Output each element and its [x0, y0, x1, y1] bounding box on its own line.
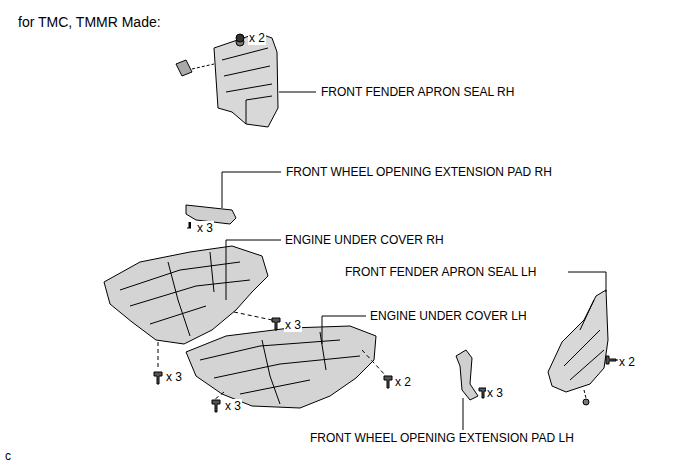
quantity-label: x 2: [618, 355, 636, 369]
part-name: FRONT FENDER APRON SEAL LH: [344, 265, 537, 279]
part-name: ENGINE UNDER COVER LH: [369, 309, 528, 323]
part-name: FRONT WHEEL OPENING EXTENSION PAD RH: [285, 165, 553, 179]
quantity-label: x 3: [486, 386, 504, 400]
apron-seal-lh: [548, 272, 618, 405]
clip-symbol: [236, 34, 244, 42]
quantity-label: x 3: [165, 370, 183, 384]
diagram-title: for TMC, TMMR Made:: [18, 14, 161, 30]
under-cover-lh: [186, 316, 386, 408]
part-name: FRONT FENDER APRON SEAL RH: [320, 85, 515, 99]
extension-pad-rh: [186, 172, 281, 228]
part-name: ENGINE UNDER COVER RH: [284, 233, 445, 247]
screw-symbols: [154, 318, 616, 412]
quantity-label: x 3: [284, 318, 302, 332]
quantity-label: x 2: [394, 375, 412, 389]
part-name: FRONT WHEEL OPENING EXTENSION PAD LH: [309, 431, 575, 445]
extension-pad-lh: [456, 350, 478, 430]
quantity-label: c: [4, 449, 12, 463]
quantity-label: x 3: [224, 399, 242, 413]
apron-seal-rh: [176, 33, 316, 127]
quantity-label: x 2: [248, 31, 266, 45]
quantity-label: x 3: [196, 221, 214, 235]
